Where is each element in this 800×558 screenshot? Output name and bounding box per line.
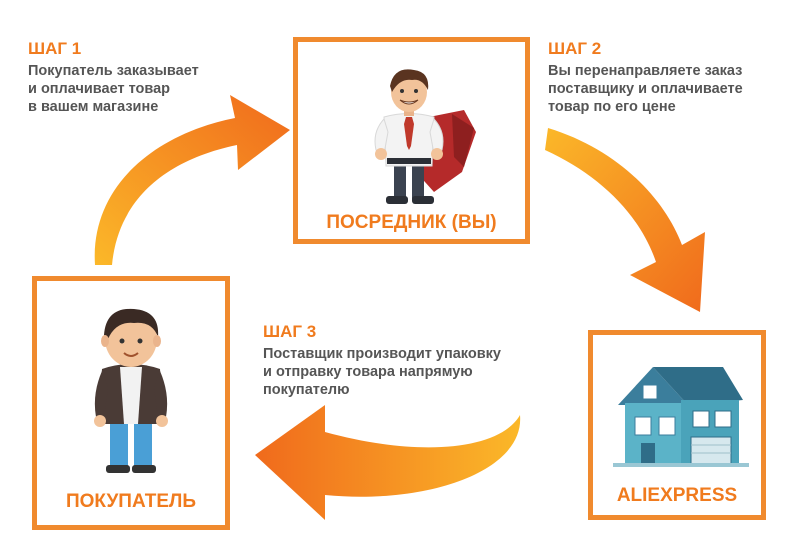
- buyer-box: ПОКУПАТЕЛЬ: [32, 276, 230, 530]
- step-1: ШАГ 1 Покупатель заказывает и оплачивает…: [28, 39, 199, 116]
- businessman-hero-icon: [374, 69, 476, 204]
- step-1-title: ШАГ 1: [28, 39, 82, 58]
- step-2-description: Вы перенаправляете заказ поставщику и оп…: [548, 62, 743, 116]
- step-3: ШАГ 3 Поставщик производит упаковку и от…: [263, 322, 501, 399]
- step-1-description: Покупатель заказывает и оплачивает товар…: [28, 62, 199, 116]
- step-2-line: товар по его цене: [548, 99, 676, 115]
- step-2-line: поставщику и оплачиваете: [548, 81, 743, 97]
- step-2: ШАГ 2 Вы перенаправляете заказ поставщик…: [548, 39, 743, 116]
- step-1-line: и оплачивает товар: [28, 81, 171, 97]
- intermediary-box: ПОСРЕДНИК (ВЫ): [293, 37, 530, 244]
- arrow-step-1: [94, 95, 290, 265]
- buyer-label: ПОКУПАТЕЛЬ: [65, 491, 197, 512]
- boy-character-icon: [94, 308, 168, 473]
- aliexpress-label: ALIEXPRESS: [616, 485, 738, 506]
- step-3-description: Поставщик производит упаковку и отправку…: [263, 345, 501, 399]
- intermediary-label: ПОСРЕДНИК (ВЫ): [326, 212, 497, 233]
- step-1-line: Покупатель заказывает: [28, 63, 199, 79]
- step-1-line: в вашем магазине: [28, 99, 159, 115]
- step-3-line: Поставщик производит упаковку: [263, 346, 501, 362]
- step-3-line: покупателю: [263, 382, 350, 398]
- arrow-step-2: [545, 128, 705, 312]
- step-3-title: ШАГ 3: [263, 322, 317, 341]
- arrow-step-3: [255, 405, 521, 520]
- step-3-line: и отправку товара напрямую: [263, 364, 473, 380]
- house-icon: [613, 367, 749, 467]
- step-2-line: Вы перенаправляете заказ: [548, 63, 743, 79]
- aliexpress-box: ALIEXPRESS: [588, 330, 766, 520]
- step-2-title: ШАГ 2: [548, 39, 602, 58]
